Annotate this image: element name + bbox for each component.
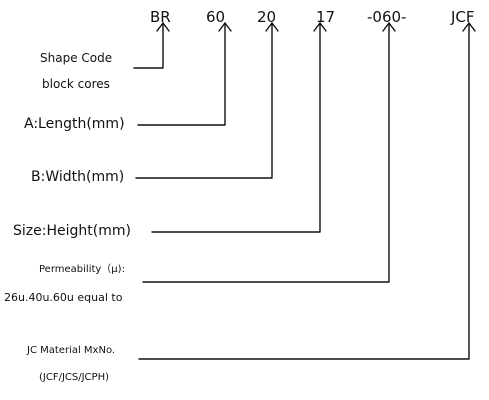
code-width: 20 (257, 8, 277, 26)
label-permeability: Permeability（μ): (39, 264, 125, 275)
shape-code-arrowhead (156, 22, 170, 32)
width-connector (135, 22, 273, 179)
height-arrowhead (313, 22, 327, 32)
label-shape-code: Shape Code (40, 51, 113, 65)
permeability-arrowhead (382, 22, 396, 32)
code-permeability: -060- (367, 8, 407, 26)
code-length: 60 (206, 8, 226, 26)
shape-code-connector (133, 22, 164, 69)
label-block-cores: block cores (42, 77, 110, 91)
code-shape: BR (150, 8, 171, 26)
label-permeability-values: 26u.40u.60u equal to (4, 291, 123, 304)
material-connector (138, 22, 470, 360)
height-connector (151, 22, 321, 233)
permeability-connector (142, 22, 390, 283)
label-height: Size:Height(mm) (13, 223, 131, 239)
material-arrowhead (462, 22, 476, 32)
label-width: B:Width(mm) (31, 169, 125, 185)
width-arrowhead (265, 22, 279, 32)
code-material: JCF (451, 8, 475, 26)
label-length: A:Length(mm) (24, 116, 125, 132)
length-connector (137, 22, 226, 126)
code-height: 17 (316, 8, 336, 26)
label-material: JC Material MxNo. (27, 345, 116, 356)
length-arrowhead (218, 22, 232, 32)
label-material-options: (JCF/JCS/JCPH) (39, 372, 109, 383)
